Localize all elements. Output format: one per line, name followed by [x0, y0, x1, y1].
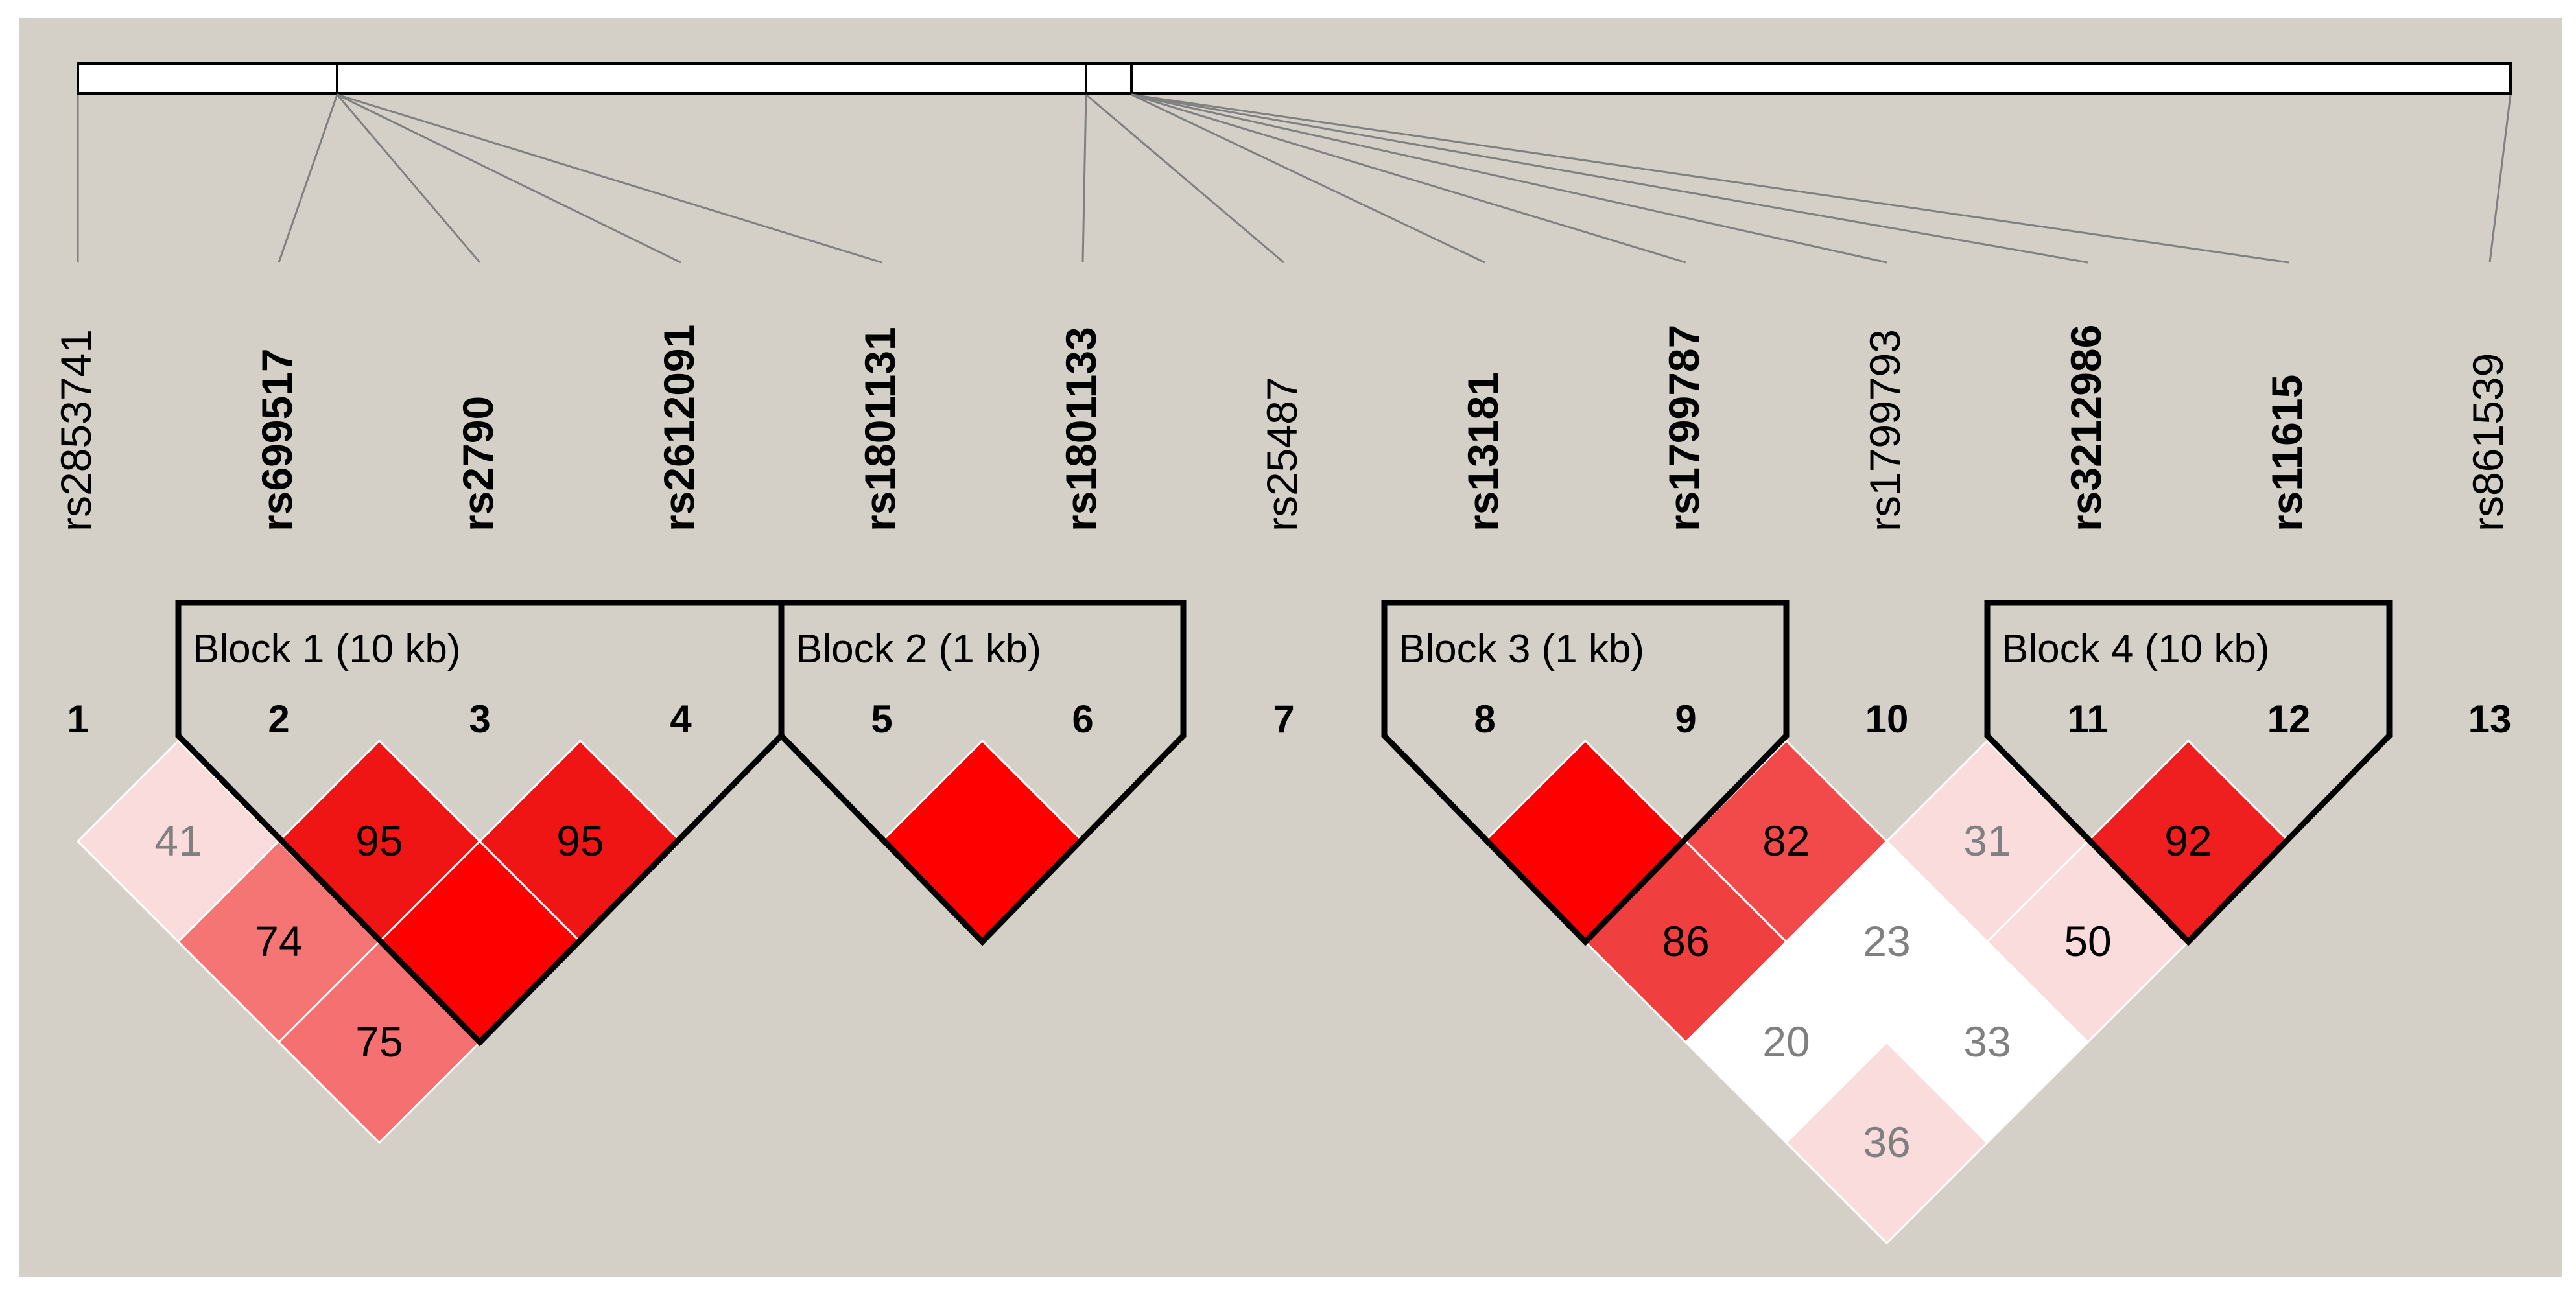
snp-name: rs2853741 — [52, 329, 100, 531]
snp-index: 5 — [871, 697, 892, 741]
snp-index: 7 — [1273, 697, 1294, 741]
block-outline — [778, 600, 1187, 946]
block-label: Block 1 (10 kb) — [193, 627, 461, 671]
snp-position-line — [337, 93, 681, 264]
snp-position-line — [2488, 94, 2512, 263]
block-outline — [1381, 600, 1790, 946]
ld-value: 31 — [1963, 817, 2011, 865]
snp-index: 12 — [2267, 697, 2311, 741]
snp-index: 4 — [670, 697, 692, 741]
snp-position-line — [336, 94, 481, 263]
ruler-segment — [1085, 62, 1133, 95]
snp-index: 13 — [2468, 697, 2512, 741]
snp-index: 3 — [469, 697, 490, 741]
snp-position-line — [337, 93, 882, 264]
ruler-segment — [77, 62, 338, 95]
snp-index: 11 — [2067, 697, 2108, 741]
snp-position-line — [1131, 93, 1485, 264]
snp-position-line — [1131, 93, 2088, 264]
ruler-segment — [1130, 62, 2512, 95]
snp-name: rs2790 — [454, 396, 502, 531]
ruler-segment — [336, 62, 1087, 95]
ld-value: 74 — [255, 917, 302, 965]
snp-name: rs1801131 — [856, 327, 904, 531]
block-label: Block 3 (1 kb) — [1399, 627, 1644, 671]
snp-position-lines — [77, 93, 2512, 264]
snp-name: rs11615 — [2263, 375, 2311, 531]
snp-position-line — [1085, 93, 1284, 264]
snp-name-labels: rs2853741 rs699517 rs2790 rs2612091 rs180113… — [52, 325, 2512, 531]
ld-value: 95 — [355, 817, 403, 865]
snp-name: rs13181 — [1459, 372, 1507, 531]
ld-value: 41 — [154, 817, 202, 865]
snp-position-line — [1131, 93, 1686, 264]
ld-value: 82 — [1762, 817, 1810, 865]
snp-name: rs861539 — [2464, 353, 2512, 531]
snp-index: 8 — [1474, 697, 1495, 741]
snp-position-line — [1131, 93, 2289, 264]
block-label: Block 4 (10 kb) — [2002, 627, 2270, 671]
chromosome-ruler — [77, 62, 2512, 95]
ld-value: 33 — [1963, 1018, 2011, 1066]
ld-value: 20 — [1762, 1018, 1810, 1066]
snp-position-line — [278, 94, 338, 263]
snp-index: 1 — [67, 697, 88, 741]
snp-index: 10 — [1865, 697, 1909, 741]
ld-value: 95 — [556, 817, 604, 865]
snp-name: rs699517 — [253, 348, 301, 531]
block-outline — [1984, 600, 2393, 946]
ld-value: 50 — [2064, 917, 2111, 965]
ld-value: 75 — [355, 1018, 403, 1066]
snp-name: rs1801133 — [1057, 327, 1105, 531]
snp-position-line — [1131, 93, 1887, 264]
ld-value: 23 — [1863, 917, 1910, 965]
snp-position-line — [1081, 94, 1087, 263]
snp-index: 6 — [1072, 697, 1093, 741]
snp-name: rs2612091 — [655, 325, 703, 531]
ld-value: 92 — [2164, 817, 2212, 865]
snp-name: rs1799787 — [1660, 325, 1708, 531]
snp-name: rs1799793 — [1861, 329, 1909, 531]
ld-value: 86 — [1662, 917, 1709, 965]
ld-value: 36 — [1863, 1118, 1910, 1166]
snp-index: 9 — [1675, 697, 1696, 741]
snp-index: 2 — [268, 697, 289, 741]
snp-name: rs25487 — [1258, 377, 1306, 531]
haplotype-blocks: Block 1 (10 kb) Block 2 (1 kb) Block 3 (1 … — [175, 600, 2393, 1047]
block-label: Block 2 (1 kb) — [796, 627, 1041, 671]
snp-name: rs3212986 — [2062, 325, 2110, 531]
